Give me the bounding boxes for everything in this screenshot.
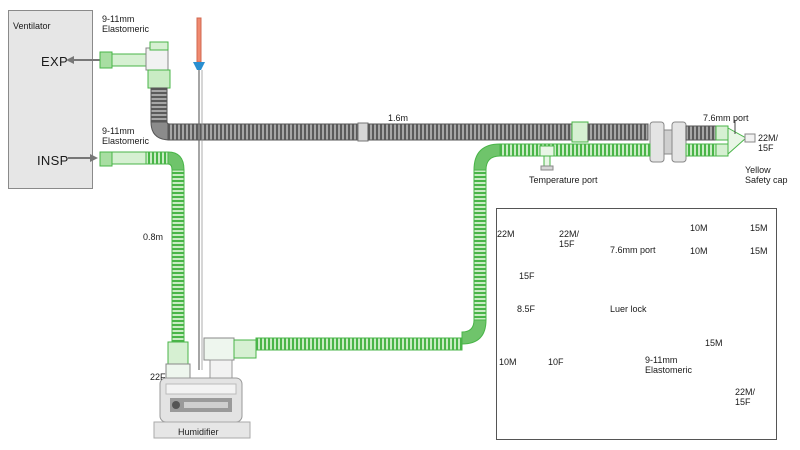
- exp-elastomeric-connector: [99, 41, 171, 89]
- ventilator-box: Ventilator EXP INSP: [8, 10, 93, 189]
- legend-10m: 10M: [499, 357, 517, 367]
- port-22m15f-label: 22M/15F: [758, 133, 779, 153]
- insp-arrow: [68, 154, 98, 162]
- insp-label: INSP: [37, 153, 69, 168]
- legend-15m-bot: 15M: [750, 246, 768, 256]
- legend-15m: 15M: [705, 338, 723, 348]
- y-piece: [715, 120, 756, 157]
- humidifier-outlet: [203, 337, 257, 381]
- temperature-port: [539, 145, 555, 171]
- legend-luer-lock: Luer lock: [610, 304, 647, 314]
- humidifier-22f-label: 22F: [150, 372, 166, 382]
- legend-22m: 22M: [497, 229, 515, 239]
- legend-76-port: 7.6mm port: [610, 245, 656, 255]
- tube-length-short: 0.8m: [143, 232, 164, 242]
- expiratory-tube: [150, 87, 649, 143]
- port-76-label: 7.6mm port: [703, 113, 749, 123]
- legend-15m-top: 15M: [750, 223, 768, 233]
- water-trap: [649, 121, 717, 163]
- legend-15f: 15F: [519, 271, 535, 281]
- temperature-port-label: Temperature port: [529, 175, 598, 185]
- legend-10f: 10F: [548, 357, 564, 367]
- temperature-probe: [193, 17, 205, 370]
- legend-22m15f: 22M/15F: [559, 229, 580, 249]
- exp-arrow: [66, 56, 100, 64]
- humidifier-label: Humidifier: [178, 427, 219, 437]
- inspiratory-tube-short: [99, 151, 191, 381]
- legend-10m-top: 10M: [690, 223, 708, 233]
- humidifier: [153, 377, 251, 439]
- components-legend: [496, 208, 777, 440]
- ventilator-title: Ventilator: [13, 21, 51, 31]
- inspiratory-tube-long: [255, 143, 651, 351]
- legend-22m15f-elbow: 22M/15F: [735, 387, 756, 407]
- legend-10m-bot: 10M: [690, 246, 708, 256]
- exp-label: EXP: [41, 54, 68, 69]
- tube-length-long: 1.6m: [388, 113, 409, 123]
- legend-85f: 8.5F: [517, 304, 536, 314]
